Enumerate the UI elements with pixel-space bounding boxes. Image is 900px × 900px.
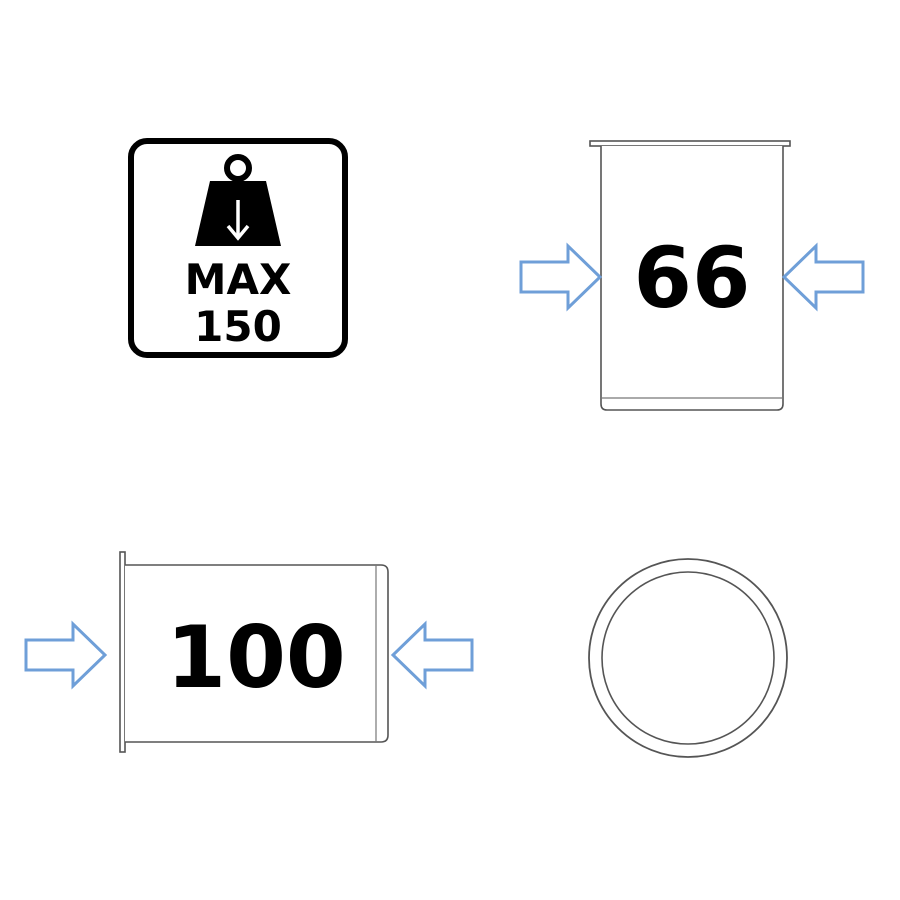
cup-body <box>600 146 784 411</box>
cup-rim <box>589 140 791 147</box>
badge-line-max: MAX <box>185 255 292 304</box>
length-arrow-right <box>390 620 474 690</box>
length-cup-body <box>125 564 389 743</box>
weight-capacity-badge: MAX 150 <box>128 138 348 358</box>
weight-down-arrow-icon <box>195 154 281 246</box>
length-cup-rim <box>119 551 126 753</box>
top-view-cup <box>588 558 788 758</box>
top-view-inner-rim <box>601 571 775 745</box>
badge-line-value: 150 <box>194 302 282 351</box>
length-arrow-left <box>24 620 108 690</box>
side-view-cup <box>589 140 791 411</box>
width-arrow-left <box>519 242 603 312</box>
width-dimension-label: 66 <box>634 229 751 327</box>
length-view-cup <box>119 551 389 753</box>
length-dimension-label: 100 <box>166 608 346 708</box>
width-arrow-right <box>781 242 865 312</box>
badge-frame <box>128 138 348 358</box>
